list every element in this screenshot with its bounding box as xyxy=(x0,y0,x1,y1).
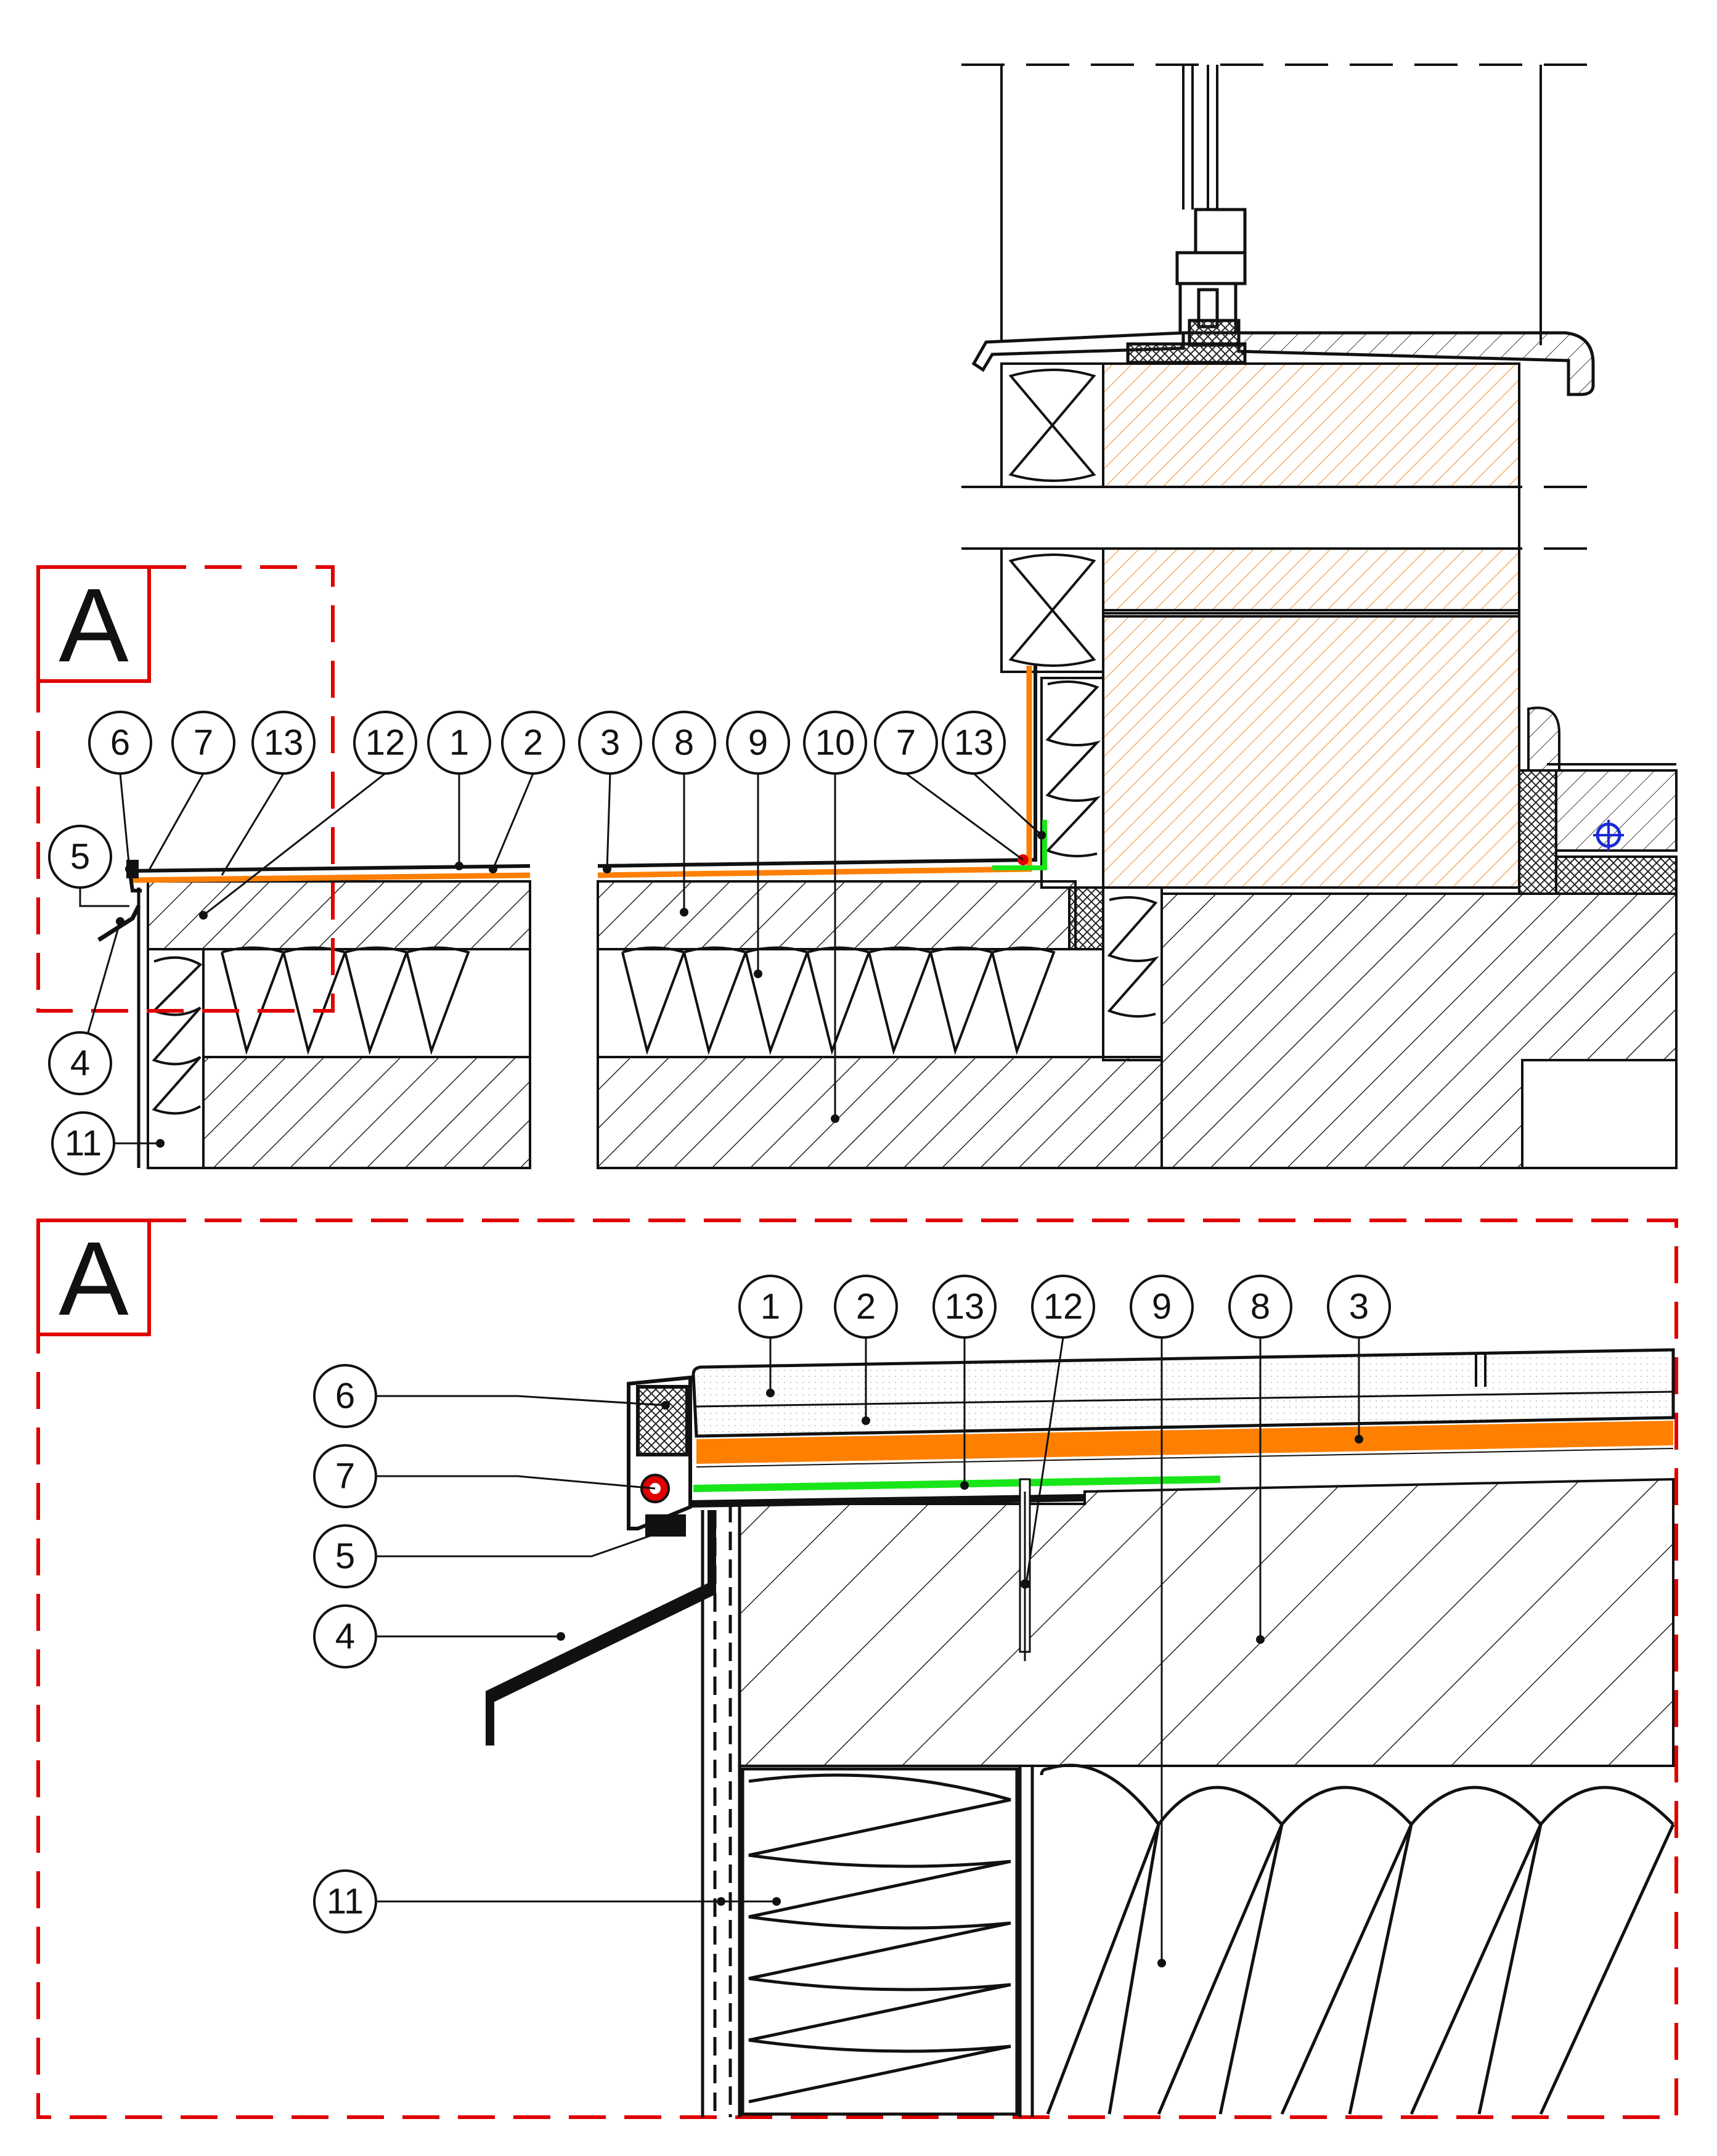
callout-9-detail: 9 xyxy=(1130,1275,1194,1339)
terrace-build-up-left xyxy=(147,880,531,1169)
svg-text:9: 9 xyxy=(1152,1287,1172,1327)
callout-6-top: 6 xyxy=(88,711,152,775)
callout-dots-top xyxy=(116,831,1046,1148)
callout-11-detail: 11 xyxy=(313,1869,377,1933)
svg-text:13: 13 xyxy=(264,723,304,763)
svg-text:1: 1 xyxy=(761,1287,780,1327)
svg-text:3: 3 xyxy=(1349,1287,1369,1327)
svg-text:8: 8 xyxy=(1250,1287,1270,1327)
svg-text:12: 12 xyxy=(1043,1287,1083,1327)
svg-text:5: 5 xyxy=(70,837,90,877)
callouts-top: 6 7 13 12 1 2 3 8 9 10 7 13 5 4 11 xyxy=(48,711,1006,1175)
concrete-slab-right xyxy=(961,892,1678,1169)
callout-4-detail: 4 xyxy=(313,1604,377,1668)
callout-13-top: 13 xyxy=(251,711,316,775)
svg-text:13: 13 xyxy=(954,723,994,763)
screed-layer-detail xyxy=(738,1477,1674,1767)
svg-text:6: 6 xyxy=(110,723,130,763)
svg-text:2: 2 xyxy=(856,1287,876,1327)
callout-2-top: 2 xyxy=(501,711,565,775)
waterproofing-layers-top xyxy=(97,666,1047,1168)
svg-text:6: 6 xyxy=(335,1376,355,1416)
upper-wall-layers xyxy=(1000,362,1520,889)
callout-3-top: 3 xyxy=(578,711,642,775)
svg-text:11: 11 xyxy=(327,1882,364,1922)
tile-layer-detail xyxy=(691,1348,1675,1438)
window-frame xyxy=(1175,208,1247,347)
callout-1-top: 1 xyxy=(427,711,491,775)
top-section-drawing: A 6 7 13 xyxy=(36,63,1678,1175)
callout-12-detail: 12 xyxy=(1031,1275,1095,1339)
svg-text:1: 1 xyxy=(449,723,469,763)
svg-text:4: 4 xyxy=(70,1043,90,1084)
svg-text:13: 13 xyxy=(945,1287,985,1327)
wall-insulation-detail xyxy=(701,1504,1034,2117)
callout-5-top: 5 xyxy=(48,825,112,889)
callout-dots-detail xyxy=(557,1389,1363,1967)
callout-7b-top: 7 xyxy=(874,711,938,775)
callout-1-detail: 1 xyxy=(738,1275,802,1339)
drip-flashing xyxy=(486,1510,716,1746)
svg-text:5: 5 xyxy=(335,1537,355,1577)
section-marker-top: A xyxy=(59,567,129,684)
callout-12-top: 12 xyxy=(353,711,417,775)
section-marker-box-top xyxy=(36,565,151,683)
right-floor-build-up xyxy=(1518,706,1678,895)
svg-text:7: 7 xyxy=(335,1456,355,1497)
detail-a-drawing: A xyxy=(36,1219,1678,2119)
callout-4-top: 4 xyxy=(48,1031,112,1095)
callout-2-detail: 2 xyxy=(834,1275,898,1339)
callouts-detail: 1 2 13 12 9 8 3 6 7 5 4 11 xyxy=(313,1275,1391,1933)
svg-text:9: 9 xyxy=(748,723,768,763)
callout-10-top: 10 xyxy=(803,711,867,775)
callout-11-top: 11 xyxy=(51,1111,115,1175)
callout-8-top: 8 xyxy=(652,711,716,775)
callout-7-detail: 7 xyxy=(313,1444,377,1508)
svg-text:11: 11 xyxy=(65,1124,102,1164)
callout-6-detail: 6 xyxy=(313,1364,377,1428)
callout-3-detail: 3 xyxy=(1327,1275,1391,1339)
callout-13-detail: 13 xyxy=(932,1275,997,1339)
svg-text:7: 7 xyxy=(194,723,213,763)
svg-text:12: 12 xyxy=(365,723,406,763)
terrace-build-up-middle xyxy=(597,880,1163,1169)
edge-profile-bottom xyxy=(690,1494,1085,1508)
svg-text:10: 10 xyxy=(815,723,855,763)
callout-5-detail: 5 xyxy=(313,1524,377,1588)
svg-text:2: 2 xyxy=(523,723,543,763)
callout-7-top: 7 xyxy=(171,711,235,775)
callout-8-detail: 8 xyxy=(1228,1275,1292,1339)
callout-13b-top: 13 xyxy=(942,711,1006,775)
svg-text:7: 7 xyxy=(896,723,916,763)
separation-layer-detail xyxy=(693,1476,1221,1492)
edge-profile-detail xyxy=(627,1375,692,1537)
main-insulation-detail xyxy=(1040,1763,1675,2115)
upstand-insulation xyxy=(1040,677,1163,1061)
callout-leaders-top xyxy=(79,772,1043,1145)
svg-text:8: 8 xyxy=(674,723,694,763)
section-marker-detail: A xyxy=(59,1220,129,1337)
svg-text:3: 3 xyxy=(600,723,620,763)
detail-marker-frame xyxy=(36,1219,1678,2119)
detail-marker-frame-top xyxy=(36,565,335,1013)
callout-leaders-detail xyxy=(376,1337,1360,1963)
membrane-layer-detail xyxy=(696,1421,1673,1464)
callout-9-top: 9 xyxy=(726,711,790,775)
section-marker-box-detail xyxy=(36,1219,151,1336)
svg-text:4: 4 xyxy=(335,1617,355,1657)
